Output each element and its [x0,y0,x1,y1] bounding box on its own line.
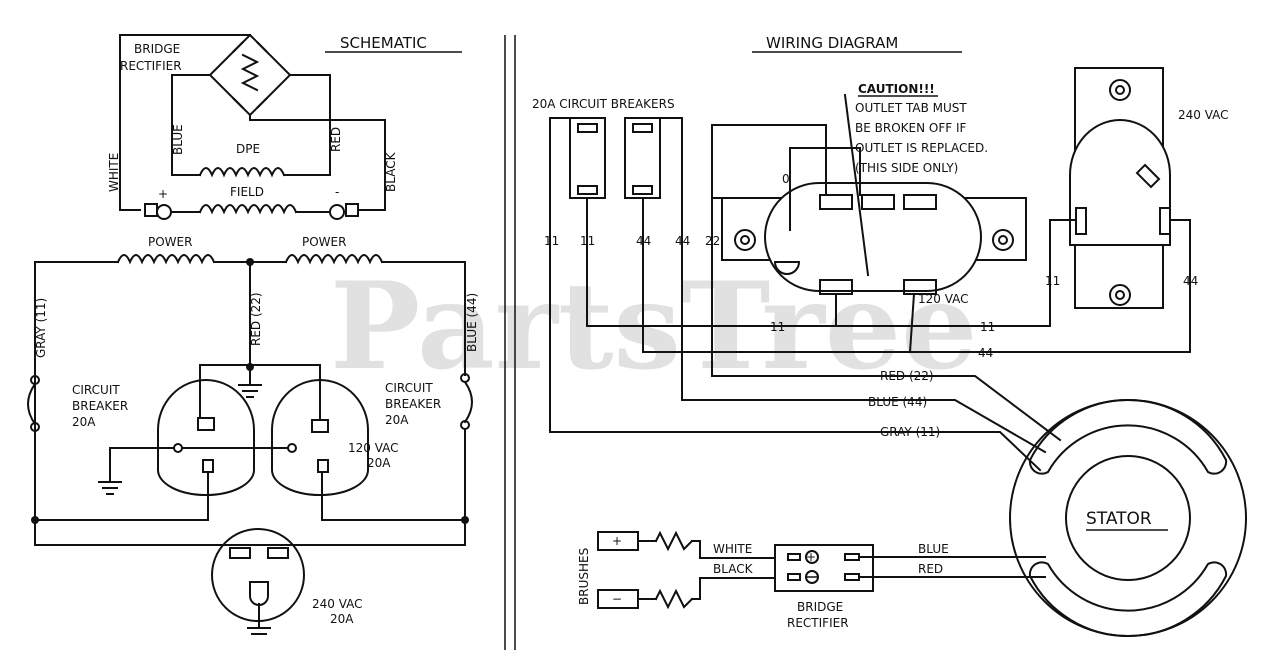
cb-right-3: 20A [385,413,409,427]
n11b: 11 [580,234,595,248]
field-label: FIELD [230,185,264,199]
blue44-tag: BLUE (44) [868,395,927,409]
outlet-120-label-1: 120 VAC [348,441,399,455]
cb-right-2: BREAKER [385,397,441,411]
breakers-physical [569,117,661,199]
vac-120-label: 120 VAC [918,292,969,306]
red-wire-label: RED [918,562,943,576]
field-coil [144,203,359,220]
brushes-label: BRUSHES [577,548,591,605]
field-minus: - [335,185,339,199]
brush-plus: + [612,534,622,548]
rectifier-label-2: RECTIFIER [787,616,849,630]
n44a: 44 [636,234,651,248]
schematic-white-label: WHITE [107,153,121,192]
schematic-black-label: BLACK [384,151,398,192]
outlet-240-schematic [34,519,466,635]
brush-minus: − [612,592,622,606]
dpe-label: DPE [236,142,260,156]
field-plus: + [158,187,168,201]
caution-5: (THIS SIDE ONLY) [855,161,958,175]
vac-240-label: 240 VAC [1178,108,1229,122]
blue-wire-label: BLUE [918,542,949,556]
wiring-harness [549,117,1191,472]
n22: 22 [705,234,720,248]
n44d: 44 [1183,274,1198,288]
brushes [597,530,776,610]
wiring-heading: WIRING DIAGRAM [766,34,898,52]
cb-left-1: CIRCUIT [72,383,120,397]
gray11-tag: GRAY (11) [880,425,940,439]
n11c: 11 [770,320,785,334]
caution-3: BE BROKEN OFF IF [855,121,966,135]
n11e: 11 [1045,274,1060,288]
caution-2: OUTLET TAB MUST [855,101,967,115]
breakers-label: 20A CIRCUIT BREAKERS [532,97,675,111]
schematic-heading: SCHEMATIC [340,34,427,52]
outlet-240-physical [1069,67,1171,309]
bridge-rectifier-symbol [208,33,292,117]
caution-1: CAUTION!!! [858,82,935,96]
stator-label: STATOR [1086,509,1152,529]
power-right-label: POWER [302,235,346,249]
zero-label: 0 [782,172,790,186]
bridge-label-1: BRIDGE [134,42,180,56]
cb-right-1: CIRCUIT [385,381,433,395]
outlet-240-label-1: 240 VAC [312,597,363,611]
bridge-label-2: RECTIFIER [120,59,182,73]
blue-44-label: BLUE (44) [465,293,479,352]
cb-left-2: BREAKER [72,399,128,413]
n44b: 44 [675,234,690,248]
gray-11-label: GRAY (11) [34,298,48,358]
svg-text:+: + [806,550,816,564]
cb-left-3: 20A [72,415,96,429]
dpe-coil [171,167,331,178]
n11d: 11 [980,320,995,334]
black-wire-label: BLACK [713,562,754,576]
caution-4: OUTLET IS REPLACED. [855,141,988,155]
n44c: 44 [978,346,993,360]
outlet-240-label-2: 20A [330,612,354,626]
outlet-120-label-2: 20A [367,456,391,470]
rectifier-label-1: BRIDGE [797,600,843,614]
outlets-120-schematic [31,363,469,524]
n11a: 11 [544,234,559,248]
outlet-120-physical [721,182,1027,295]
schematic-blue-label: BLUE [171,124,185,155]
white-wire-label: WHITE [713,542,752,556]
red-22-label: RED (22) [249,292,263,346]
stator [1009,398,1247,638]
schematic-red-label: RED [329,127,343,152]
power-left-label: POWER [148,235,192,249]
red22-tag: RED (22) [880,369,934,383]
bridge-rectifier-physical: + [774,544,1046,592]
